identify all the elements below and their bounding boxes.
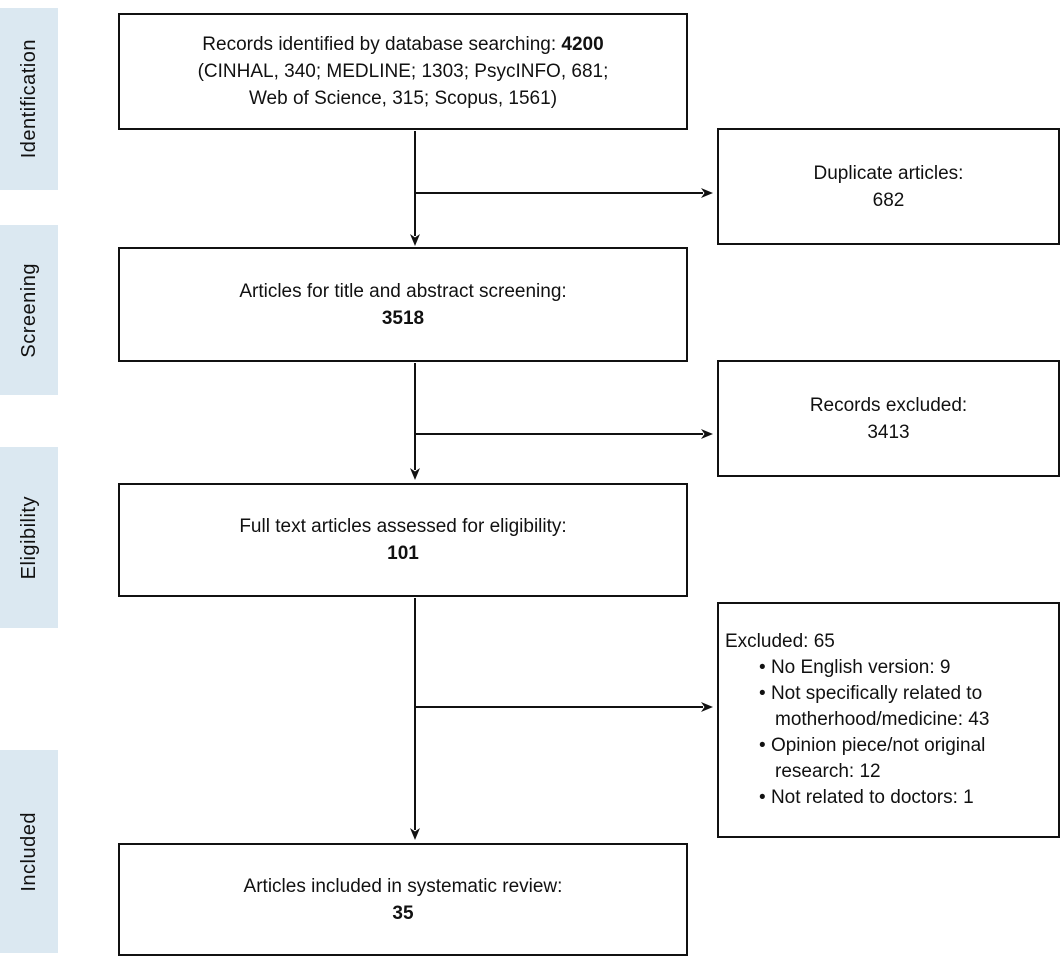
included-count: 35 xyxy=(392,902,414,924)
included-label: Articles included in systematic review: xyxy=(243,875,563,897)
full-text-excluded-box: Excluded: 65 No English version: 9 Not s… xyxy=(717,602,1060,838)
stage-label-identification: Identification xyxy=(0,8,58,190)
title-abstract-screening-box: Articles for title and abstract screenin… xyxy=(118,247,688,362)
stage-label-text: Included xyxy=(17,811,40,892)
stage-label-text: Eligibility xyxy=(17,495,40,580)
records-identified-line2: (CINHAL, 340; MEDLINE; 1303; PsycINFO, 6… xyxy=(197,61,609,82)
duplicates-count: 682 xyxy=(872,189,905,211)
excluded-reason-item: Opinion piece/not original research: 12 xyxy=(771,733,1054,785)
full-text-eligibility-box: Full text articles assessed for eligibil… xyxy=(118,483,688,597)
screening-count: 3518 xyxy=(381,307,425,329)
stage-label-text: Identification xyxy=(17,39,40,159)
stage-label-eligibility: Eligibility xyxy=(0,447,58,628)
excluded-reason-item: Not related to doctors: 1 xyxy=(771,785,1054,811)
records-identified-line1: Records identified by database searching… xyxy=(202,34,604,55)
stage-label-text: Screening xyxy=(17,262,40,358)
included-in-review-box: Articles included in systematic review: … xyxy=(118,843,688,956)
eligibility-label: Full text articles assessed for eligibil… xyxy=(239,516,567,537)
screening-label: Articles for title and abstract screenin… xyxy=(239,280,567,302)
eligibility-count: 101 xyxy=(387,543,419,564)
stage-label-screening: Screening xyxy=(0,225,58,395)
duplicate-articles-box: Duplicate articles: 682 xyxy=(717,128,1060,245)
excluded-title: Excluded: 65 xyxy=(725,631,835,652)
excluded-reason-item: Not specifically related to motherhood/m… xyxy=(771,681,1054,733)
excluded-reasons-list: No English version: 9 Not specifically r… xyxy=(725,655,1054,811)
records-identified-box: Records identified by database searching… xyxy=(118,13,688,130)
records-identified-total: 4200 xyxy=(561,34,604,55)
stage-label-included: Included xyxy=(0,750,58,953)
records-excluded-label: Records excluded: xyxy=(809,394,968,416)
records-identified-line3: Web of Science, 315; Scopus, 1561) xyxy=(248,88,558,109)
records-excluded-box: Records excluded: 3413 xyxy=(717,360,1060,477)
records-excluded-count: 3413 xyxy=(867,421,910,443)
duplicates-label: Duplicate articles: xyxy=(813,162,964,184)
excluded-reason-item: No English version: 9 xyxy=(771,655,1054,681)
